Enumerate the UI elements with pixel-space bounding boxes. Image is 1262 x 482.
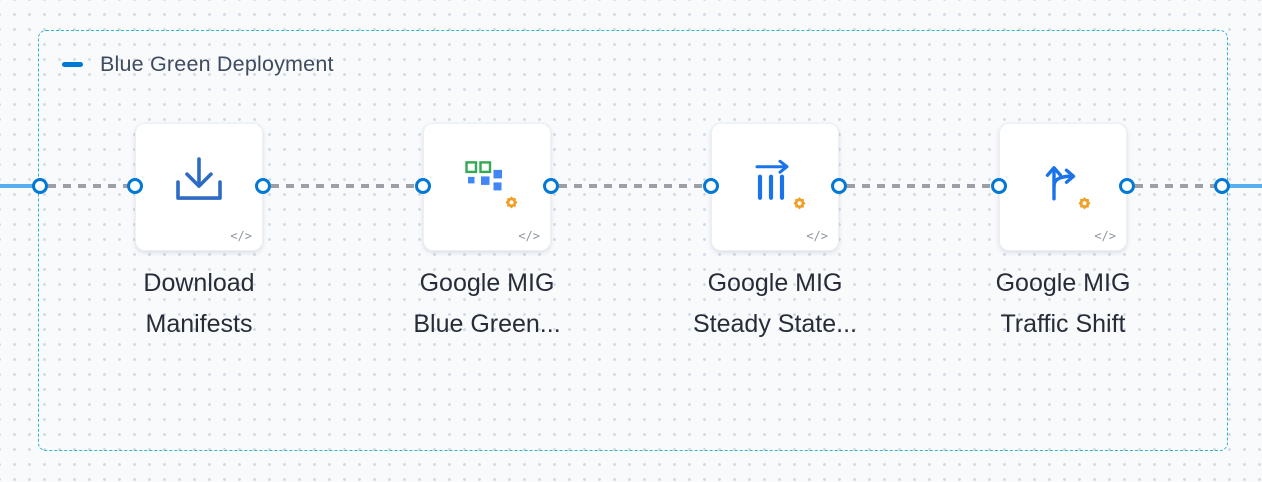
connector-port[interactable] [415, 178, 431, 194]
step-card[interactable]: </> [999, 123, 1127, 251]
connector-dashed-line [559, 184, 704, 188]
code-badge: </> [518, 229, 540, 243]
download-arrow-glyph [176, 157, 222, 200]
step-label-line1: Google MIG [707, 269, 843, 297]
traffic-shift-glyph [1045, 166, 1076, 201]
step-node-download-manifests[interactable]: </> Download Manifests [135, 123, 263, 338]
connector-port[interactable] [255, 178, 271, 194]
connector-port[interactable] [703, 178, 719, 194]
connector-port[interactable] [991, 178, 1007, 194]
step-card[interactable]: </> [711, 123, 839, 251]
step-label-line1: Google MIG [419, 269, 555, 297]
code-badge: </> [806, 229, 828, 243]
step-label: Download Manifests [54, 263, 344, 345]
stage-header: Blue Green Deployment [62, 52, 334, 77]
connector-port[interactable] [543, 178, 559, 194]
step-label-line2: Traffic Shift [1000, 310, 1126, 338]
connector-dashed-line [847, 184, 992, 188]
connector-port[interactable] [1119, 178, 1135, 194]
google-mig-traffic-shift-icon [1044, 160, 1091, 210]
stage-title: Blue Green Deployment [100, 52, 334, 76]
download-manifests-icon [171, 155, 227, 210]
step-label-line1: Google MIG [995, 269, 1131, 297]
connector-port[interactable] [127, 178, 143, 194]
connector-port[interactable] [32, 178, 48, 194]
step-card[interactable]: </> [135, 123, 263, 251]
step-node-google-mig-steady-state[interactable]: </> Google MIG Steady State... [693, 123, 857, 338]
connector-port[interactable] [831, 178, 847, 194]
stage-group-boundary [38, 30, 1228, 451]
gear-icon [1077, 196, 1092, 211]
gear-icon [792, 196, 807, 211]
steady-state-glyph [755, 159, 789, 200]
code-badge: </> [230, 229, 252, 243]
step-label: Google MIG Steady State... [630, 263, 920, 345]
step-label-line2: Steady State... [693, 310, 857, 338]
code-badge: </> [1094, 229, 1116, 243]
connector-dashed-line [271, 184, 416, 188]
connector-dashed-line [1135, 184, 1215, 188]
step-card[interactable]: </> [423, 123, 551, 251]
step-node-google-mig-traffic-shift[interactable]: </> Google MIG Traffic Shift [996, 123, 1130, 338]
gear-icon [504, 195, 519, 210]
incoming-connector-line [0, 184, 36, 188]
outgoing-connector-line [1226, 184, 1262, 188]
connector-dashed-line [48, 184, 128, 188]
google-mig-instance-group-icon [465, 161, 518, 209]
step-label-line1: Download [143, 269, 255, 297]
collapse-stage-icon[interactable] [62, 62, 83, 67]
step-label: Google MIG Blue Green... [342, 263, 632, 345]
step-node-google-mig-blue-green[interactable]: </> Google MIG Blue Green... [413, 123, 561, 338]
google-mig-steady-state-icon [753, 159, 806, 210]
step-label: Google MIG Traffic Shift [918, 263, 1208, 345]
instance-group-glyph [465, 161, 502, 191]
step-label-line2: Manifests [145, 310, 253, 338]
connector-port[interactable] [1214, 178, 1230, 194]
step-label-line2: Blue Green... [413, 310, 561, 338]
